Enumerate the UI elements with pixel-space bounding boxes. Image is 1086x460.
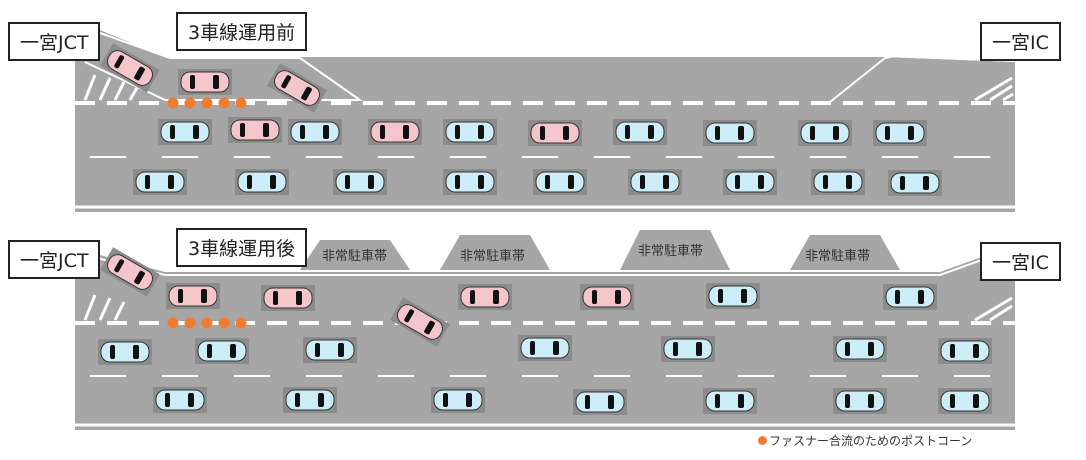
- post-cone: [167, 97, 179, 109]
- car-pink: [100, 43, 160, 93]
- car-pink: [261, 285, 315, 311]
- emergency-bay-label: 非常駐車帯: [460, 249, 526, 264]
- car-blue: [628, 169, 682, 195]
- car-blue: [153, 387, 207, 413]
- top-jct-label: 一宮JCT: [8, 22, 101, 61]
- car-blue: [303, 337, 357, 363]
- top-ic-label: 一宮IC: [980, 22, 1061, 61]
- car-blue: [533, 169, 587, 195]
- car-blue: [288, 119, 342, 145]
- car-blue: [811, 169, 865, 195]
- car-pink: [580, 284, 634, 310]
- car-blue: [703, 388, 757, 414]
- car-blue: [661, 336, 715, 362]
- car-blue: [938, 388, 992, 414]
- car-blue: [443, 119, 497, 145]
- car-blue: [158, 119, 212, 145]
- car-blue: [443, 169, 497, 195]
- top-panel-title: 3車線運用前: [176, 12, 308, 51]
- car-blue: [235, 169, 289, 195]
- car-pink: [228, 117, 282, 143]
- post-cone: [218, 97, 230, 109]
- bottom-panel-title: 3車線運用後: [176, 228, 308, 267]
- legend: ファスナー合流のためのポストコーン: [758, 432, 972, 449]
- car-blue: [798, 120, 852, 146]
- post-cone: [184, 317, 196, 329]
- car-blue: [431, 387, 485, 413]
- legend-text: ファスナー合流のためのポストコーン: [769, 434, 973, 448]
- car-blue: [195, 338, 249, 364]
- emergency-bay-label: 非常駐車帯: [322, 249, 388, 264]
- bottom-ic-label: 一宮IC: [980, 242, 1061, 281]
- cone-icon: [758, 436, 767, 445]
- car-pink: [528, 120, 582, 146]
- emergency-bay-label: 非常駐車帯: [805, 249, 871, 264]
- car-blue: [888, 170, 942, 196]
- car-pink: [458, 284, 512, 310]
- car-blue: [98, 339, 152, 365]
- car-blue: [283, 387, 337, 413]
- post-cone: [184, 97, 196, 109]
- car-blue: [133, 169, 187, 195]
- car-pink: [100, 247, 160, 297]
- car-blue: [938, 338, 992, 364]
- car-blue: [833, 388, 887, 414]
- emergency-bay-label: 非常駐車帯: [638, 244, 704, 259]
- car-pink: [390, 297, 450, 347]
- post-cone: [201, 317, 213, 329]
- post-cone: [235, 97, 247, 109]
- post-cone: [218, 317, 230, 329]
- post-cone: [201, 97, 213, 109]
- car-pink: [178, 69, 232, 95]
- car-pink: [267, 63, 327, 113]
- car-blue: [613, 119, 667, 145]
- post-cone: [167, 317, 179, 329]
- car-blue: [518, 335, 572, 361]
- car-blue: [723, 169, 777, 195]
- bottom-jct-label: 一宮JCT: [8, 240, 101, 279]
- car-blue: [706, 283, 760, 309]
- car-blue: [833, 336, 887, 362]
- car-blue: [333, 169, 387, 195]
- car-blue: [573, 389, 627, 415]
- car-blue: [703, 120, 757, 146]
- car-pink: [166, 283, 220, 309]
- car-blue: [873, 120, 927, 146]
- car-pink: [368, 119, 422, 145]
- car-blue: [883, 284, 937, 310]
- post-cone: [235, 317, 247, 329]
